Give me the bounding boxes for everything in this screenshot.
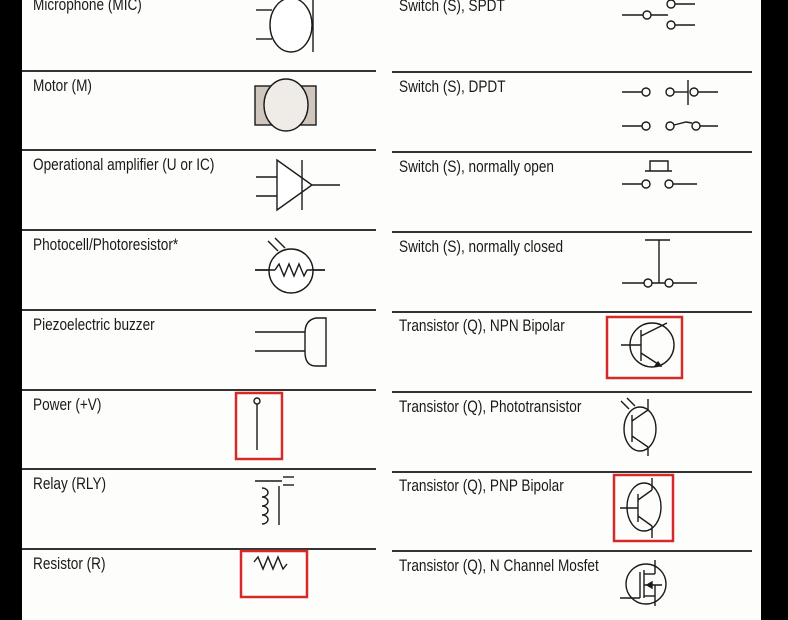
label-spdt: Switch (S), SPDT — [399, 0, 505, 15]
scan-border-right — [761, 0, 788, 620]
row-divider — [392, 231, 752, 233]
label-resistor: Resistor (R) — [33, 554, 106, 573]
row-divider — [22, 229, 376, 231]
label-dpdt: Switch (S), DPDT — [399, 77, 506, 96]
row-divider — [22, 149, 376, 151]
label-microphone: Microphone (MIC) — [33, 0, 142, 14]
n-mosfet-symbol-icon — [620, 560, 667, 606]
row-divider — [22, 548, 376, 550]
row-divider — [22, 389, 376, 391]
label-pnp: Transistor (Q), PNP Bipolar — [399, 476, 564, 495]
normally-open-switch-symbol-icon — [622, 160, 697, 189]
op-amp-symbol-icon — [256, 158, 340, 212]
label-npn: Transistor (Q), NPN Bipolar — [399, 316, 565, 335]
dpdt-switch-symbol-icon — [622, 80, 718, 131]
row-divider — [392, 311, 752, 313]
row-divider — [22, 70, 376, 72]
scan-border-left — [0, 0, 22, 620]
label-n-mosfet: Transistor (Q), N Channel Mosfet — [399, 556, 599, 575]
piezo-buzzer-symbol-icon — [255, 317, 327, 367]
label-motor: Motor (M) — [33, 76, 92, 95]
row-divider — [392, 71, 752, 73]
row-divider — [22, 309, 376, 311]
relay-symbol-icon — [255, 476, 294, 525]
row-divider — [392, 391, 752, 393]
photoresistor-symbol-icon — [255, 237, 325, 294]
row-divider — [22, 468, 376, 470]
motor-symbol-icon — [254, 78, 317, 132]
normally-closed-switch-symbol-icon — [622, 239, 697, 288]
label-power: Power (+V) — [33, 395, 102, 414]
label-op-amp: Operational amplifier (U or IC) — [33, 155, 215, 174]
label-normally-closed: Switch (S), normally closed — [399, 237, 564, 256]
resistor-symbol-icon — [239, 549, 309, 599]
pnp-transistor-symbol-icon — [612, 473, 675, 543]
label-normally-open: Switch (S), normally open — [399, 157, 554, 176]
power-symbol-icon — [234, 391, 284, 461]
microphone-symbol-icon — [256, 0, 314, 53]
row-divider — [392, 471, 752, 473]
label-phototransistor: Transistor (Q), Phototransistor — [399, 397, 582, 416]
label-relay: Relay (RLY) — [33, 474, 107, 493]
phototransistor-symbol-icon — [620, 397, 657, 456]
npn-transistor-symbol-icon — [605, 315, 684, 380]
row-divider — [392, 550, 752, 552]
spdt-switch-symbol-icon — [622, 0, 695, 30]
label-piezo-buzzer: Piezoelectric buzzer — [33, 315, 155, 334]
label-photoresistor: Photocell/Photoresistor* — [33, 235, 179, 254]
row-divider — [392, 151, 752, 153]
